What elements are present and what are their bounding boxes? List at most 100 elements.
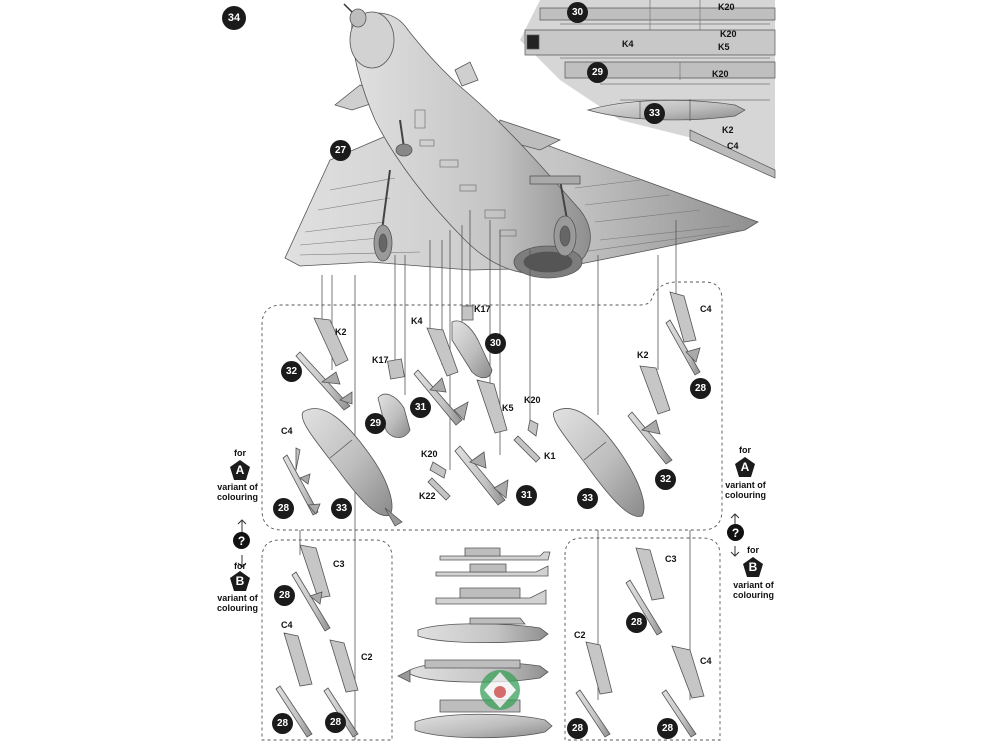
- code-c3: C3: [665, 554, 677, 564]
- code-c3: C3: [333, 559, 345, 569]
- emblem: [480, 670, 520, 710]
- part-28-badge: 28: [567, 718, 588, 739]
- part-28-badge: 28: [273, 498, 294, 519]
- pylon-k2-right: [639, 365, 671, 415]
- stores-group-b-left: [275, 544, 359, 738]
- tank-30: [451, 320, 493, 379]
- variant-caption-line2: colouring: [725, 490, 766, 501]
- part-31-badge: 31: [410, 397, 431, 418]
- variant-a-right-icon: A: [734, 456, 756, 478]
- variant-b-left-for: for: [234, 561, 246, 571]
- part-29-inset-badge: 29: [587, 62, 608, 83]
- pod-k1: [513, 435, 541, 463]
- group-box-b-right: [564, 537, 721, 741]
- code-c4: C4: [700, 304, 712, 314]
- code-k5: K5: [502, 403, 514, 413]
- pod-k20-right: [527, 419, 539, 437]
- code-k20-inset: K20: [718, 2, 735, 12]
- group-box-b-left: [261, 539, 393, 741]
- variant-a-left-caption: variant of colouring: [210, 482, 265, 503]
- part-30-inset-badge: 30: [567, 2, 588, 23]
- group-boxes: [261, 281, 723, 741]
- code-k17: K17: [474, 304, 491, 314]
- variant-a-left-for: for: [234, 448, 246, 458]
- code-c2: C2: [574, 630, 586, 640]
- code-k2: K2: [335, 327, 347, 337]
- pylon-c4-right: [669, 291, 697, 343]
- main-gear-left: [373, 169, 393, 262]
- swap-arrows: [237, 513, 740, 568]
- part-28-badge: 28: [626, 612, 647, 633]
- variant-b-right-letter: B: [748, 560, 758, 574]
- profile-pylon-2: [435, 565, 549, 577]
- variant-caption-line1: variant of: [733, 580, 774, 590]
- part-32-badge: 32: [655, 469, 676, 490]
- question-icon-left: ?: [233, 532, 250, 549]
- part-28-badge: 28: [657, 718, 678, 739]
- variant-caption-line2: colouring: [733, 590, 774, 601]
- variant-a-right-letter: A: [740, 460, 750, 474]
- tank-29: [377, 393, 411, 438]
- inset-wing-detail: [520, 0, 776, 179]
- nose-tip: [349, 8, 367, 28]
- missile-32-right: [627, 411, 673, 465]
- part-33-badge: 33: [577, 488, 598, 509]
- code-k2: K2: [637, 350, 649, 360]
- bomb-31-upper: [413, 369, 463, 426]
- variant-caption-line2: colouring: [217, 603, 258, 614]
- variant-caption-line2: colouring: [217, 492, 258, 503]
- main-gear-right: [529, 175, 581, 257]
- variant-b-right-caption: variant of colouring: [726, 580, 781, 601]
- variant-b-left-icon: B: [229, 570, 251, 592]
- code-c4-inset: C4: [727, 141, 739, 151]
- group-box-a: [261, 281, 723, 531]
- tank-33-right: [553, 408, 645, 517]
- variant-a-left-icon: A: [229, 459, 251, 481]
- code-k20: K20: [524, 395, 541, 405]
- code-k4: K4: [411, 316, 423, 326]
- variant-b-right-icon: B: [742, 556, 764, 578]
- part-28-badge: 28: [274, 585, 295, 606]
- part-28-badge: 28: [325, 712, 346, 733]
- code-k5-inset: K5: [718, 42, 730, 52]
- pylon-k5: [476, 379, 508, 434]
- code-k1: K1: [544, 451, 556, 461]
- code-c4: C4: [281, 426, 293, 436]
- pod-k20-center: [429, 461, 447, 479]
- part-28-badge: 28: [272, 713, 293, 734]
- pylon-k4: [426, 327, 459, 377]
- profile-views: [397, 547, 553, 739]
- variant-b-left-caption: variant of colouring: [210, 593, 265, 614]
- pod-k22: [427, 477, 451, 501]
- code-k2-inset: K2: [722, 125, 734, 135]
- code-k20-inset: K20: [720, 29, 737, 39]
- code-c4: C4: [281, 620, 293, 630]
- variant-caption-line1: variant of: [217, 593, 258, 603]
- part-29-badge: 29: [365, 413, 386, 434]
- variant-b-left-letter: B: [235, 574, 245, 588]
- nose-gear: [395, 119, 413, 157]
- part-28-badge: 28: [690, 378, 711, 399]
- missile-28-left: [282, 454, 319, 516]
- code-k17: K17: [372, 355, 389, 365]
- part-33-badge: 33: [331, 498, 352, 519]
- code-c2: C2: [361, 652, 373, 662]
- part-27-badge: 27: [330, 140, 351, 161]
- pylon-k2-left: [313, 317, 349, 367]
- code-k4-inset: K4: [622, 39, 634, 49]
- part-32-badge: 32: [281, 361, 302, 382]
- question-icon-right: ?: [727, 524, 744, 541]
- pod-k17-upper: [461, 305, 474, 321]
- leader-lines: [299, 210, 691, 740]
- stores-group-b-right: [575, 547, 705, 738]
- pod-k17: [387, 358, 405, 380]
- inset-tank: [586, 99, 746, 121]
- code-c4: C4: [700, 656, 712, 666]
- stores-group-a: [282, 291, 701, 527]
- part-30-badge: 30: [485, 333, 506, 354]
- part-31-badge: 31: [516, 485, 537, 506]
- profile-missile: [417, 623, 549, 644]
- variant-caption-line1: variant of: [217, 482, 258, 492]
